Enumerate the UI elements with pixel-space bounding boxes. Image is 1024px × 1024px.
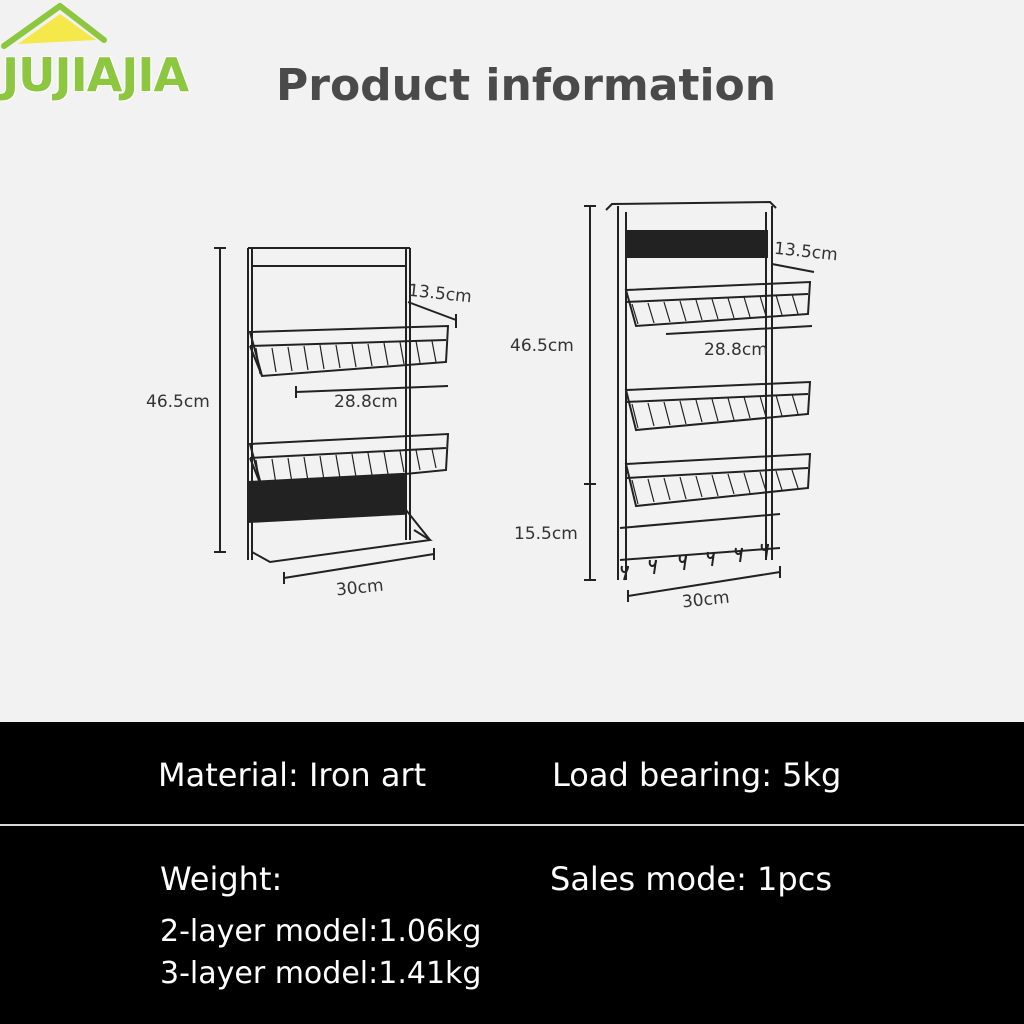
dim-basket-width-3layer: 28.8cm — [704, 340, 768, 360]
page-title: Product information — [276, 60, 777, 111]
spec-divider — [0, 824, 1024, 826]
dim-height-lower-3layer: 15.5cm — [514, 524, 578, 544]
brand-logo: JUJIAJIA — [0, 0, 320, 110]
house-roof-icon — [1, 3, 107, 49]
spec-material: Material: Iron art — [158, 756, 427, 794]
spec-weight-3layer: 3-layer model:1.41kg — [160, 956, 482, 991]
dim-height-2layer: 46.5cm — [146, 392, 210, 412]
dim-basket-width-2layer: 28.8cm — [334, 392, 398, 412]
hooks — [620, 543, 769, 573]
spec-load-bearing: Load bearing: 5kg — [552, 756, 842, 794]
brand-name: JUJIAJIA — [2, 48, 189, 102]
spec-sales-mode: Sales mode: 1pcs — [550, 860, 832, 898]
spec-weight-label: Weight: — [160, 860, 283, 898]
rack-drawings — [214, 200, 815, 602]
dim-height-upper-3layer: 46.5cm — [510, 336, 574, 356]
spec-panel: Material: Iron art Load bearing: 5kg Wei… — [0, 722, 1024, 1024]
product-diagram-area: JUJIAJIA Product information — [0, 0, 839, 613]
spec-weight-2layer: 2-layer model:1.06kg — [160, 914, 482, 949]
